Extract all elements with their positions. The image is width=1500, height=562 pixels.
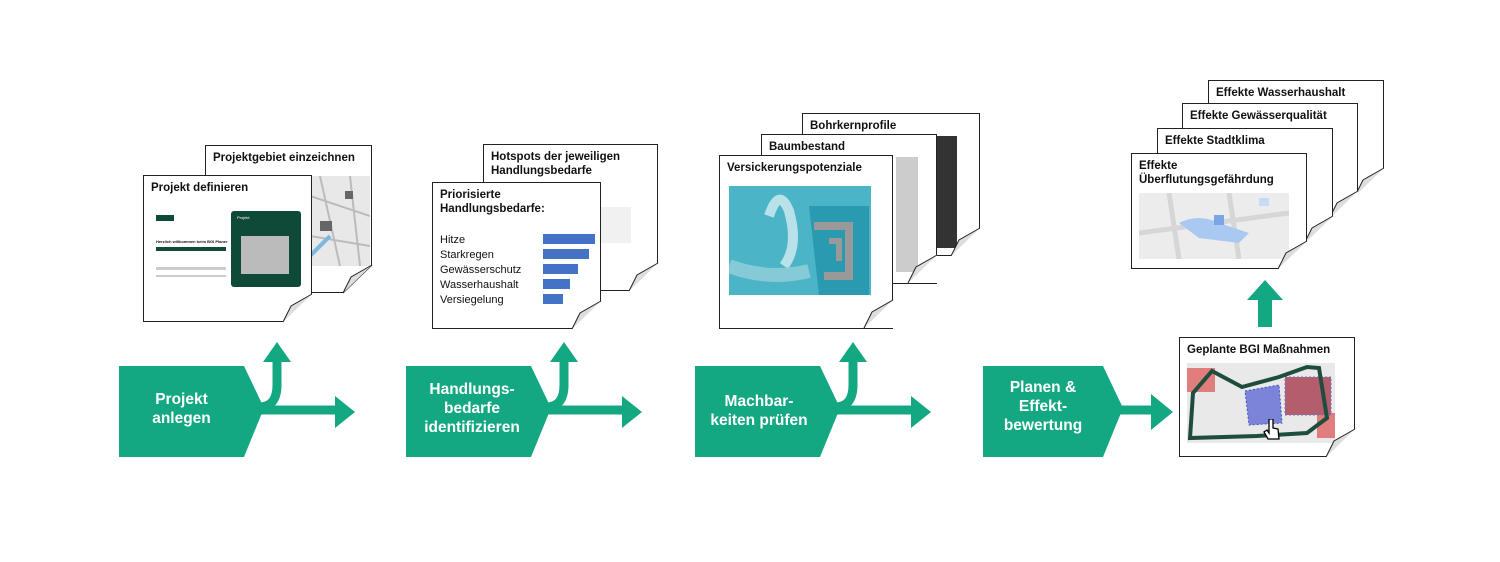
map-thumbnail xyxy=(896,157,918,272)
step-shape-4 xyxy=(983,366,1173,457)
priority-bar xyxy=(543,294,563,304)
priority-bar xyxy=(543,264,578,274)
map-thumbnail xyxy=(599,207,631,243)
page-title: Baumbestand xyxy=(769,141,846,153)
folded-corner-icon xyxy=(282,293,313,323)
folded-corner-icon xyxy=(950,227,981,257)
page-title: Effekte Wasserhaushalt xyxy=(1216,87,1346,99)
page-title: Geplante BGI Maßnahmen xyxy=(1187,344,1331,356)
bar-label: Starkregen xyxy=(440,249,494,261)
page-title: Effekte Überflutungsgefährdung xyxy=(1139,160,1274,186)
step-shape-2 xyxy=(406,342,642,457)
folded-corner-icon xyxy=(907,254,938,284)
bar-label: Gewässerschutz xyxy=(440,264,522,276)
folded-corner-icon xyxy=(1303,215,1334,245)
infiltration-map-thumbnail xyxy=(729,186,871,295)
folded-corner-icon xyxy=(1325,428,1356,458)
page-title: Priorisierte Handlungsbedarfe: xyxy=(440,189,545,215)
folded-corner-icon xyxy=(571,300,602,330)
cursor-hand-icon xyxy=(1263,419,1280,440)
page-title: Projektgebiet einzeichnen xyxy=(213,152,355,164)
step-label-machbarkeiten: Machbar- keiten prüfen xyxy=(710,393,808,429)
app-welcome-thumbnail: Herzlich willkommen beim BGI Planer Proj… xyxy=(151,211,308,319)
flood-map-thumbnail xyxy=(1139,193,1289,259)
step-shape-3 xyxy=(695,342,931,457)
page-geplante-massnahmen: Geplante BGI Maßnahmen xyxy=(1179,337,1355,457)
page-projekt-definieren: Projekt definieren Herzlich willkommen b… xyxy=(143,175,312,322)
mini-heading: Herzlich willkommen beim BGI Planer xyxy=(156,239,228,244)
measures-map-thumbnail xyxy=(1187,363,1335,443)
priority-bar xyxy=(543,279,570,289)
up-arrow-icon xyxy=(1247,280,1283,327)
page-title: Versickerungspotenziale xyxy=(727,162,862,174)
step-label-planen: Planen & Effekt- bewertung xyxy=(1003,379,1083,434)
priority-bar xyxy=(543,234,595,244)
step-label-projekt-anlegen: Projekt anlegen xyxy=(152,391,211,427)
bar-label: Wasserhaushalt xyxy=(440,279,519,291)
step-label-handlungsbedarfe: Handlungs- bedarfe identifizieren xyxy=(424,381,520,436)
priority-bar xyxy=(543,249,589,259)
page-title: Projekt definieren xyxy=(151,182,249,194)
page-priorisierte-handlungsbedarfe: Priorisierte Handlungsbedarfe: Hitze Sta… xyxy=(432,182,601,329)
folded-corner-icon xyxy=(342,264,373,294)
folded-corner-icon xyxy=(628,262,659,292)
street-map-thumbnail xyxy=(310,176,370,266)
page-title: Effekte Stadtklima xyxy=(1165,135,1265,147)
step-shape-1 xyxy=(119,342,355,457)
bar-label: Hitze xyxy=(440,234,466,246)
mini-project-card: Projekt xyxy=(231,211,301,287)
page-title: Bohrkernprofile xyxy=(810,120,897,132)
page-title: Effekte Gewässerqualität xyxy=(1190,110,1327,122)
bar-label: Versiegelung xyxy=(440,294,504,306)
page-effekte-ueberflutung: Effekte Überflutungsgefährdung xyxy=(1131,153,1307,269)
folded-corner-icon xyxy=(1277,240,1308,270)
page-title: Hotspots der jeweiligen Handlungsbedarfe xyxy=(491,151,621,177)
map-thumbnail xyxy=(937,136,957,248)
page-versickerungspotenziale: Versickerungspotenziale xyxy=(719,155,893,329)
folded-corner-icon xyxy=(863,299,894,329)
folded-corner-icon xyxy=(1354,167,1385,197)
